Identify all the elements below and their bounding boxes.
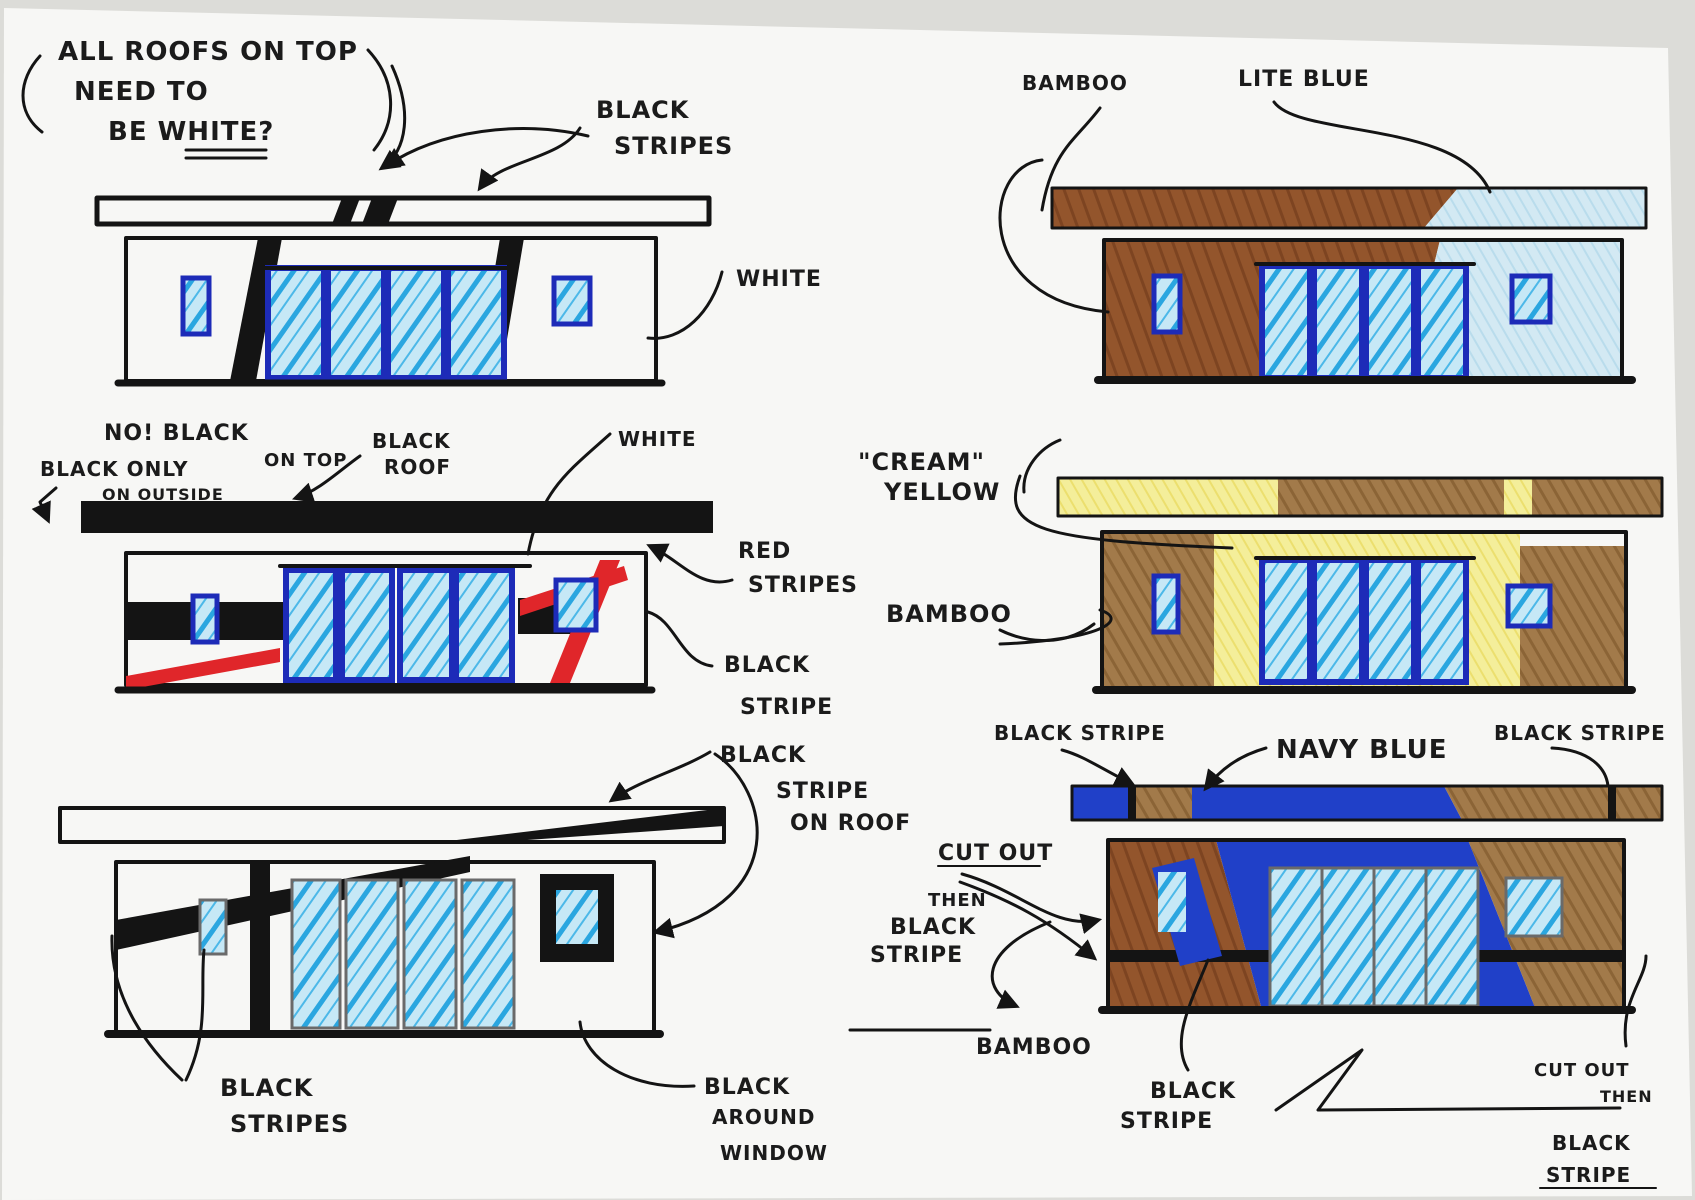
note-bamboo-3: BAMBOO — [976, 1035, 1092, 1060]
window — [1505, 583, 1553, 629]
sliding-doors — [290, 878, 516, 1030]
roof-bamboo — [1444, 786, 1662, 820]
note-bamboo-2: BAMBOO — [886, 600, 1012, 628]
elevation-white-black-stripes — [94, 195, 712, 387]
note-around-window-3: WINDOW — [720, 1141, 828, 1165]
note-black-roof-1: BLACK — [372, 429, 451, 453]
sliding-doors — [260, 265, 512, 381]
note-cut-out-right-2: THEN — [1600, 1087, 1653, 1106]
note-cut-out-right-1: CUT OUT — [1534, 1060, 1630, 1081]
note-no-black-1: NO! BLACK — [104, 421, 249, 446]
wall-vertical-stripe — [250, 862, 270, 1032]
note-red-stripes-2: STRIPES — [748, 573, 858, 598]
note-black-stripe-top-right: BLACK STRIPE — [1494, 721, 1666, 745]
note-cut-out-right-4: STRIPE — [1546, 1163, 1631, 1187]
note-cut-out-2: THEN — [928, 890, 987, 911]
roof-bamboo — [1532, 478, 1662, 516]
roof-stripe — [440, 808, 724, 842]
window — [1151, 273, 1183, 335]
roof-slab — [81, 501, 713, 533]
window — [551, 275, 593, 327]
roof-cream — [1504, 478, 1532, 516]
note-red-stripes-1: RED — [738, 539, 791, 564]
note-cream-1: "CREAM" — [858, 448, 985, 476]
window — [1509, 273, 1553, 325]
note-white-1: WHITE — [736, 267, 822, 292]
roof-slab — [94, 195, 712, 227]
sliding-doors — [1254, 556, 1476, 685]
note-white-2: WHITE — [618, 427, 697, 451]
note-around-window-2: AROUND — [712, 1105, 815, 1129]
note-around-window-1: BLACK — [704, 1075, 790, 1100]
sliding-doors — [1268, 866, 1480, 1008]
note-cut-out-1: CUT OUT — [938, 841, 1053, 866]
window — [1504, 876, 1564, 938]
roof-navy — [1072, 786, 1132, 820]
note-black-roof-2: ROOF — [384, 455, 451, 479]
note-stripe-on-roof-3: ON ROOF — [790, 811, 911, 836]
note-stripe-on-roof-2: STRIPE — [776, 779, 869, 804]
sliding-doors — [278, 564, 532, 683]
elevation-black-roof-red-stripes — [81, 501, 713, 694]
window — [180, 275, 212, 337]
note-stripe-on-roof-1: BLACK — [720, 743, 806, 768]
note-bamboo-1: BAMBOO — [1022, 71, 1128, 95]
note-black-stripes-4: STRIPES — [230, 1110, 349, 1138]
note-cut-out-3: BLACK — [890, 915, 976, 940]
note-cut-out-right-3: BLACK — [1552, 1131, 1631, 1155]
note-black-stripe-bottom-2: STRIPE — [1120, 1109, 1213, 1134]
window — [190, 593, 220, 645]
roof-navy — [1192, 786, 1462, 820]
note-navy-blue: NAVY BLUE — [1276, 735, 1447, 765]
window — [198, 898, 228, 956]
window — [553, 577, 599, 633]
annotations: ALL ROOFS ON TOP NEED TO BE WHITE? BLACK… — [21, 37, 1666, 1189]
note-black-stripe-top-left: BLACK STRIPE — [994, 721, 1166, 745]
elevation-bamboo-lite-blue — [1050, 186, 1648, 384]
note-black-stripes-1: BLACK — [596, 96, 690, 124]
note-black-stripe-2: STRIPE — [740, 695, 833, 720]
note-black-only-1: BLACK ONLY — [40, 457, 188, 481]
note-black-only-2: ON OUTSIDE — [102, 485, 224, 504]
window — [1151, 573, 1181, 635]
note-all-roofs-1: ALL ROOFS ON TOP — [58, 37, 358, 67]
roof-stripe — [362, 198, 398, 224]
roof-bamboo — [1132, 786, 1192, 820]
note-all-roofs-3: BE WHITE? — [108, 117, 274, 147]
signature-mark — [1274, 1048, 1622, 1112]
window — [1158, 872, 1186, 932]
note-all-roofs-2: NEED TO — [74, 77, 209, 107]
red-stripe — [126, 648, 280, 690]
note-cut-out-4: STRIPE — [870, 943, 963, 968]
note-black-stripe-bottom-1: BLACK — [1150, 1079, 1236, 1104]
leader-lines — [31, 64, 1648, 1088]
roof-bamboo — [1052, 188, 1458, 228]
elevation-cream-yellow-bamboo — [1056, 476, 1664, 694]
note-lite-blue: LITE BLUE — [1238, 67, 1370, 92]
sliding-doors — [1254, 262, 1476, 381]
note-black-stripes-3: BLACK — [220, 1074, 314, 1102]
note-no-black-2: ON TOP — [264, 450, 347, 471]
roof-cream — [1058, 478, 1278, 516]
roof-lite-blue — [1424, 188, 1646, 228]
note-cream-2: YELLOW — [883, 478, 1000, 506]
note-black-stripe-1: BLACK — [724, 653, 810, 678]
elevation-navy-blue-bamboo — [1070, 784, 1664, 1014]
roof-bamboo — [1278, 478, 1504, 516]
window — [556, 890, 598, 944]
roof-stripe — [332, 198, 360, 224]
wall-bamboo — [1520, 546, 1626, 690]
note-black-stripes-2: STRIPES — [614, 132, 733, 160]
elevation-stripe-on-roof — [58, 806, 726, 1038]
